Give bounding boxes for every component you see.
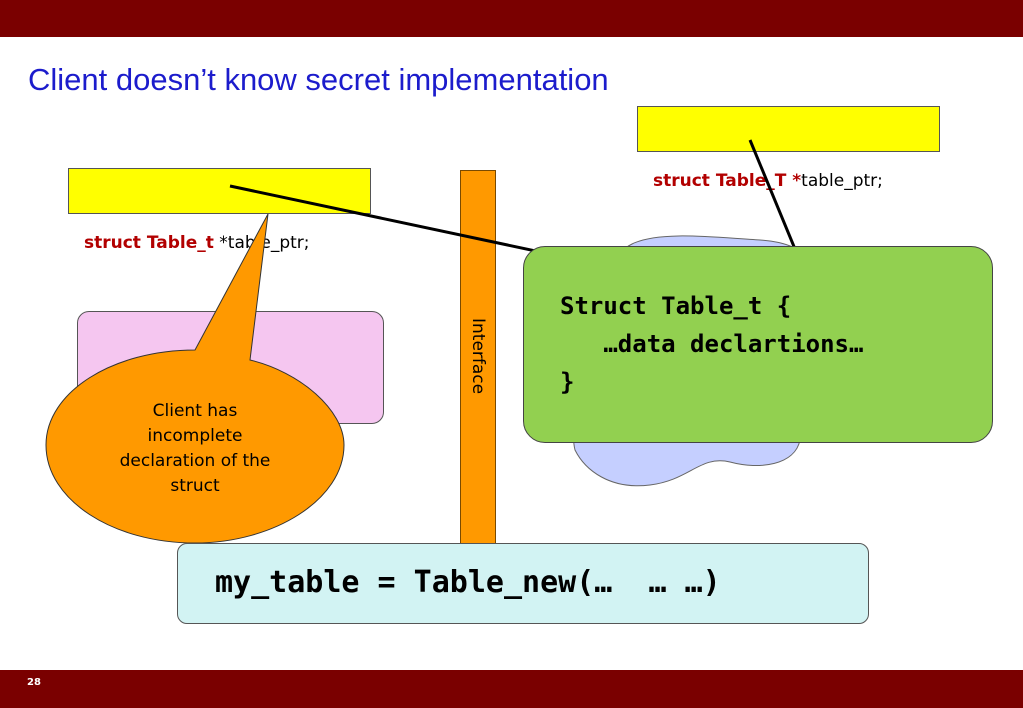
page-number: 28	[27, 677, 41, 688]
implementation-struct-box	[523, 246, 993, 443]
interface-bar	[460, 170, 496, 550]
table-new-call: my_table = Table_new(… … …)	[215, 565, 721, 600]
header-bar	[0, 0, 1023, 37]
callout-line: Client has	[152, 401, 238, 421]
callout-text: Client has incomplete declaration of the…	[95, 399, 295, 499]
struct-code-line: Struct Table_t {	[560, 292, 792, 320]
callout-line: declaration of the	[119, 451, 271, 471]
footer-bar	[0, 670, 1023, 708]
call-box	[177, 543, 869, 624]
implementation-pointer-arrow	[748, 139, 804, 268]
implementation-pointer-box	[637, 106, 940, 152]
callout-line: struct	[170, 476, 220, 496]
interface-label: Interface	[468, 318, 488, 395]
slide-title: Client doesn’t know secret implementatio…	[28, 62, 609, 97]
client-declaration-keyword: struct Table_t	[84, 233, 214, 253]
callout-line: incomplete	[147, 426, 243, 446]
struct-code-line: }	[560, 368, 575, 396]
struct-code-line: …data declartions…	[560, 330, 864, 358]
callout-bubble	[45, 213, 345, 544]
implementation-declaration-rest: table_ptr;	[801, 171, 883, 191]
